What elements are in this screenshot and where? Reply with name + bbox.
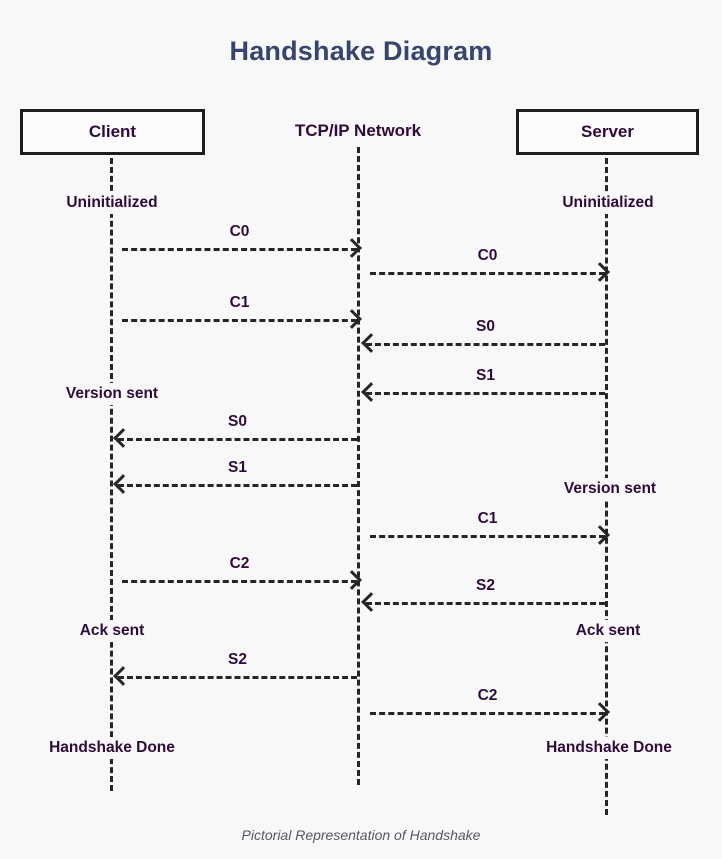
arrowhead-left-icon [113, 474, 133, 494]
arrowhead-left-icon [361, 592, 381, 612]
message-line [366, 392, 605, 395]
state-label-client: Ack sent [75, 620, 149, 642]
arrowhead-left-icon [361, 333, 381, 353]
message-label: S2 [476, 577, 495, 594]
state-label-client: Uninitialized [62, 192, 162, 214]
message-line [366, 343, 605, 346]
message-line [122, 580, 357, 583]
message-label: S0 [476, 318, 495, 335]
actor-box-server: Server [516, 109, 699, 155]
actor-label-client: Client [88, 122, 137, 141]
state-label-server: Uninitialized [558, 192, 658, 214]
message-line [122, 248, 357, 251]
message-line [118, 438, 357, 441]
actor-box-client: Client [20, 109, 205, 155]
state-label-server: Version sent [559, 478, 661, 500]
message-label: C0 [229, 223, 250, 240]
lifeline-network [357, 147, 360, 785]
message-line [370, 272, 605, 275]
message-label: C2 [477, 687, 498, 704]
message-label: C1 [229, 294, 250, 311]
message-label: S0 [228, 413, 247, 430]
message-line [122, 319, 357, 322]
state-label-client: Handshake Done [45, 737, 179, 759]
message-label: C1 [477, 510, 498, 527]
arrowhead-left-icon [361, 382, 381, 402]
page-title: Handshake Diagram [229, 36, 493, 66]
state-label-server: Handshake Done [542, 737, 676, 759]
message-line [370, 535, 605, 538]
arrowhead-left-icon [113, 428, 133, 448]
message-label: S1 [228, 459, 247, 476]
message-line [370, 712, 605, 715]
message-label: S1 [476, 367, 495, 384]
state-label-client: Version sent [61, 383, 163, 405]
actor-label-network: TCP/IP Network [294, 121, 422, 140]
message-line [366, 602, 605, 605]
message-line [118, 676, 357, 679]
figure-caption: Pictorial Representation of Handshake [241, 827, 481, 843]
message-label: S2 [228, 651, 247, 668]
lifeline-client [110, 158, 113, 791]
arrowhead-left-icon [113, 666, 133, 686]
actor-label-server: Server [581, 122, 634, 141]
message-label: C2 [229, 555, 250, 572]
state-label-server: Ack sent [571, 620, 645, 642]
message-label: C0 [477, 247, 498, 264]
message-line [118, 484, 357, 487]
